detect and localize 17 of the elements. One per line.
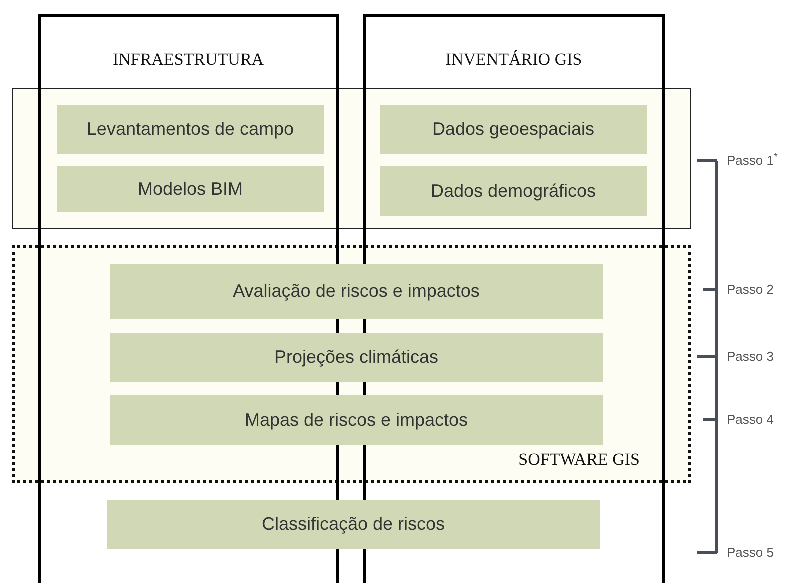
step-label: Passo 5 xyxy=(727,544,774,562)
process-box: Modelos BIM xyxy=(57,166,324,212)
process-box: Dados geoespaciais xyxy=(380,105,647,154)
step-label: Passo 2 xyxy=(727,281,774,299)
dotted-group-panel xyxy=(12,245,691,483)
process-box: Dados demográficos xyxy=(380,166,647,216)
step-label: Passo 3 xyxy=(727,348,774,366)
process-box: Mapas de riscos e impactos xyxy=(110,395,603,445)
process-box: Levantamentos de campo xyxy=(57,105,324,154)
group-heading: SOFTWARE GIS xyxy=(518,448,640,470)
column-heading: INFRAESTRUTURA xyxy=(112,49,264,71)
step-label: Passo 4 xyxy=(727,411,774,429)
process-box: Projeções climáticas xyxy=(110,333,603,382)
step-label: Passo 1$^{*}$ xyxy=(727,151,778,170)
process-box: Avaliação de riscos e impactos xyxy=(110,264,603,319)
process-box: Classificação de riscos xyxy=(107,500,600,549)
column-heading: INVENTÁRIO GIS xyxy=(446,49,582,71)
